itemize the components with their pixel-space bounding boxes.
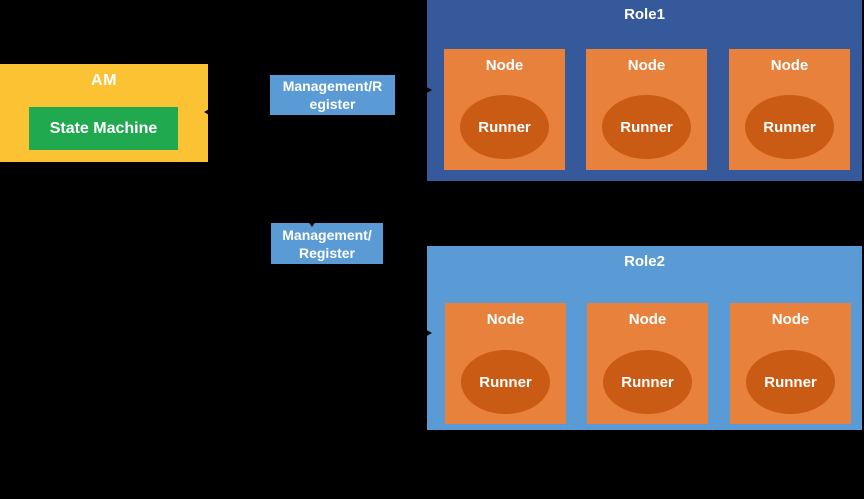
management-register-box-1: Management/R egister: [270, 75, 395, 115]
role2-node-1: Node Runner: [445, 303, 566, 424]
am-box: AM State Machine: [0, 64, 208, 162]
management-register-2-line2: Register: [298, 244, 356, 261]
management-register-2-line1: Management/: [282, 226, 372, 243]
role1-runner-2-ellipse: Runner: [602, 95, 691, 159]
arrow-right-icon: [423, 328, 432, 338]
role2-runner-3-ellipse: Runner: [746, 350, 835, 414]
arrow-down-icon: [306, 218, 318, 227]
management-register-1-line1: Management/R: [282, 78, 383, 94]
role2-box: Role2 Node Runner Node Runner Node Runne…: [427, 246, 862, 430]
am-label: AM: [91, 72, 117, 89]
role2-node-3-label: Node: [771, 311, 810, 328]
role1-node-1-label: Node: [485, 57, 524, 74]
role2-node-3: Node Runner: [730, 303, 851, 424]
role1-runner-3-ellipse: Runner: [745, 95, 834, 159]
arrow-right-icon: [423, 85, 432, 95]
arrow-left-icon: [204, 107, 213, 117]
role1-node-2: Node Runner: [586, 49, 707, 170]
role1-title: Role1: [624, 6, 665, 23]
management-register-box-2: Management/ Register: [271, 223, 383, 264]
role2-runner-2-ellipse: Runner: [603, 350, 692, 414]
role2-title: Role2: [624, 253, 665, 270]
role1-node-3: Node Runner: [729, 49, 850, 170]
role1-node-1: Node Runner: [444, 49, 565, 170]
role1-box: Role1 Node Runner Node Runner Node Runne…: [427, 0, 862, 181]
role2-node-2-label: Node: [628, 311, 667, 328]
role1-node-2-label: Node: [627, 57, 666, 74]
role1-runner-1-ellipse: Runner: [460, 95, 549, 159]
state-machine-box: State Machine: [29, 107, 178, 150]
management-register-1-line2: egister: [309, 96, 356, 112]
role2-node-2: Node Runner: [587, 303, 708, 424]
role1-node-3-label: Node: [770, 57, 809, 74]
role2-node-1-label: Node: [486, 311, 525, 328]
role2-runner-1-ellipse: Runner: [461, 350, 550, 414]
